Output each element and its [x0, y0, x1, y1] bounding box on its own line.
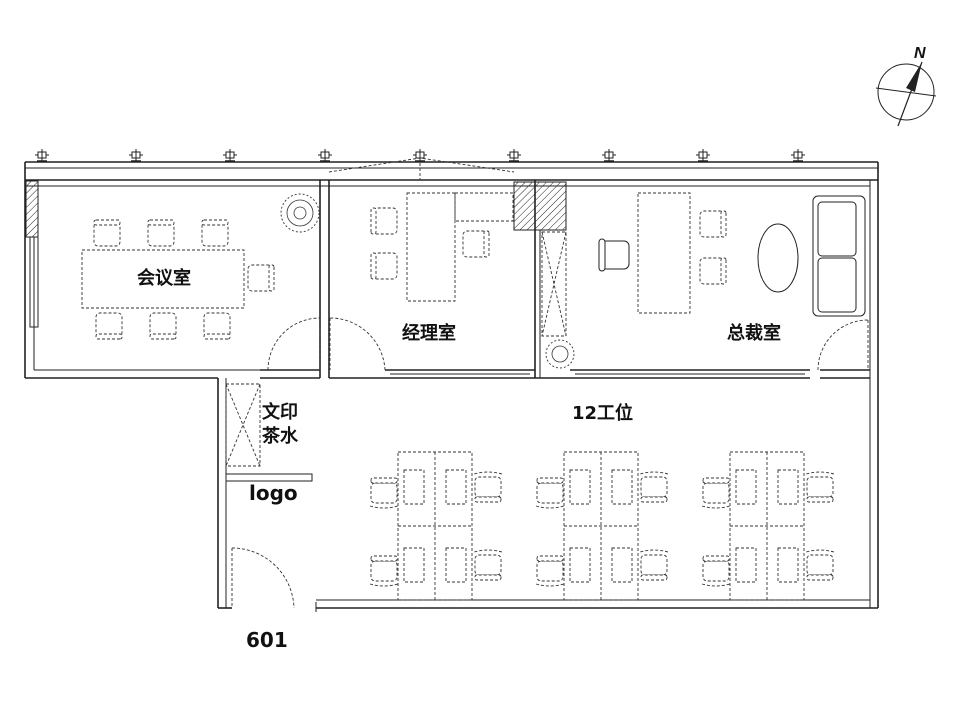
president-desk-set [598, 192, 866, 317]
north-label: N [914, 45, 926, 62]
manager-desk-set [370, 192, 514, 302]
tea-room-label: 茶水 [262, 426, 298, 447]
workstation-cluster-3 [701, 451, 835, 601]
president-room-label: 总裁室 [727, 323, 781, 344]
north-arrow-icon: N [875, 45, 937, 127]
manager-room-label: 经理室 [402, 323, 456, 344]
meeting-table-set [81, 219, 275, 340]
meeting-room-label: 会议室 [137, 268, 191, 289]
interior-walls [260, 180, 870, 379]
workstation-cluster-2 [535, 451, 669, 601]
logo-label: logo [249, 481, 298, 505]
workstations-label: 12工位 [572, 403, 634, 424]
workstation-cluster-1 [369, 451, 503, 601]
unit-number: 601 [246, 628, 288, 652]
potted-plant [280, 193, 320, 233]
print-room-label: 文印 [262, 402, 298, 423]
tall-cabinet [541, 231, 575, 369]
window-bay [328, 157, 515, 180]
doors [231, 317, 869, 612]
meeting-room-window [25, 180, 39, 370]
print-tea-cabinet [225, 383, 313, 482]
